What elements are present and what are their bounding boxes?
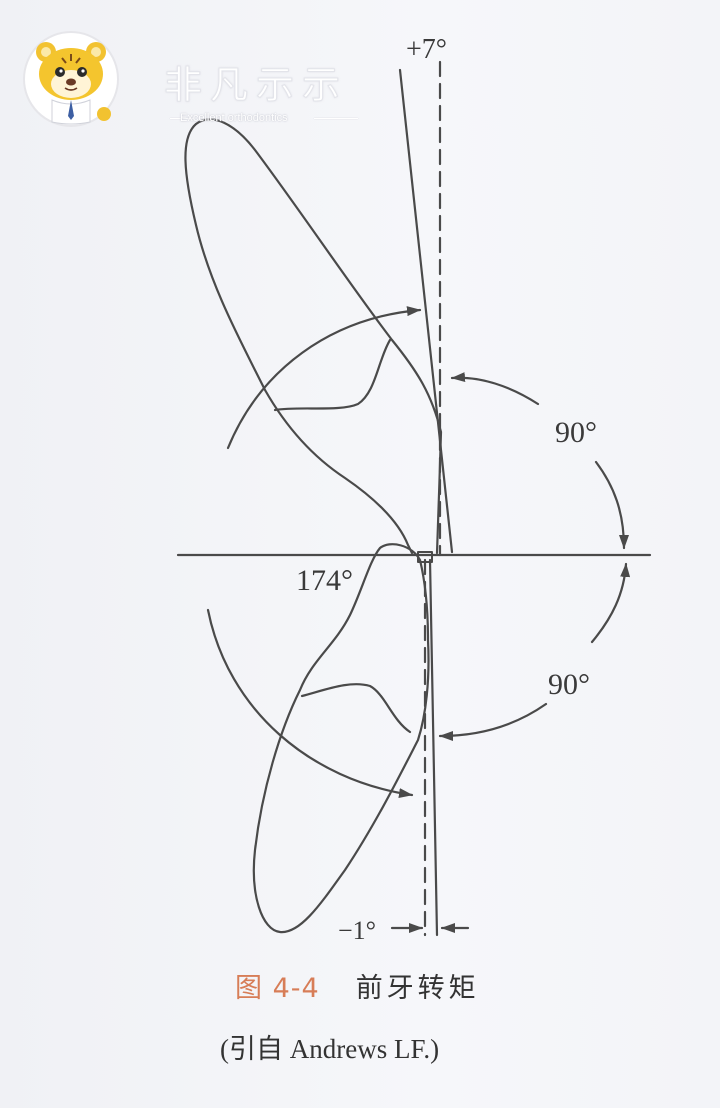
figure-caption: 图 4-4 前牙转矩 (235, 975, 480, 1002)
watermark-rule-right (314, 118, 358, 119)
upper-90-arrow-arc-bottom (594, 460, 629, 550)
lower-incisor-axis-line (428, 558, 439, 937)
lower-90-arrow-arc-bottom (438, 702, 548, 741)
watermark-rule-left (170, 118, 194, 119)
label-plus-7-degrees: +7° (406, 34, 447, 65)
label-minus-1-degree: −1° (338, 916, 377, 945)
figure-number: 图 4-4 (235, 973, 320, 1004)
figure-source: (引自 Andrews LF.) (220, 1034, 440, 1064)
lower-cej-line (300, 683, 412, 734)
upper-incisor-outline (184, 118, 443, 555)
upper-90-arrow-arc-top (450, 372, 540, 406)
upper-incisor-axis-line (398, 68, 454, 554)
label-lower-90-degrees: 90° (548, 668, 590, 701)
lower-angle-arc (206, 608, 414, 799)
label-174-degrees: 174° (296, 564, 353, 597)
watermark-brand-en: Excellent orthodontics (180, 112, 288, 124)
watermark: 非凡示示 Excellent orthodontics (22, 28, 362, 127)
lower-90-arrow-arc-top (590, 562, 631, 644)
figure-title: 前牙转矩 (355, 973, 480, 1004)
watermark-brand-cn: 非凡示示 (163, 63, 349, 107)
upper-cej-line (273, 338, 392, 412)
label-upper-90-degrees: 90° (555, 416, 597, 449)
upper-angle-arc (226, 306, 422, 450)
lower-incisor-outline (252, 543, 430, 934)
tiger-mascot-logo (23, 31, 119, 127)
